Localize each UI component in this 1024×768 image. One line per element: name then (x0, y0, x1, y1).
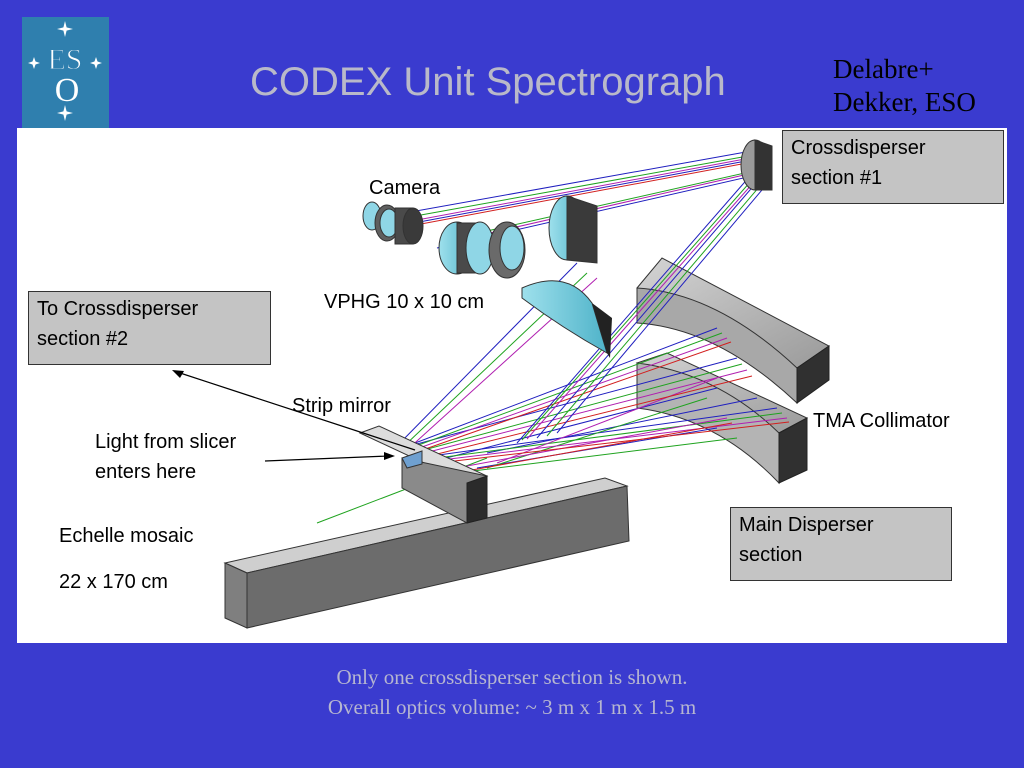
label-light-line-2: enters here (95, 461, 197, 483)
svg-text:O: O (55, 72, 80, 109)
slide-title: CODEX Unit Spectrograph (250, 60, 726, 104)
box-crossdisperser-1: Crossdisperser section #1 (782, 130, 1004, 204)
ray-fan (316, 167, 790, 524)
label-light-line-1: Light from slicer (95, 431, 237, 453)
credit-line-2: Dekker, ESO (833, 87, 976, 117)
box-crossdisperser-1-line-2: section #1 (791, 167, 883, 189)
label-tma-collimator: TMA Collimator (813, 410, 950, 432)
strip-mirror-block (358, 425, 489, 524)
label-light-from-slicer: Light from slicer enters here (95, 430, 236, 484)
box-main-disperser: Main Disperser section (730, 507, 952, 581)
eso-logo-icon: ES O (22, 17, 109, 128)
credit: Delabre+ Dekker, ESO (833, 53, 976, 119)
svg-text:ES: ES (47, 43, 82, 76)
caption-line-1: Only one crossdisperser section is shown… (336, 665, 688, 689)
diagram-panel: Camera VPHG 10 x 10 cm Strip mirror Ligh… (17, 128, 1007, 643)
arrow-to-crossdisperser-2 (172, 370, 416, 451)
eso-logo: ES O (22, 17, 109, 128)
camera-optics (362, 139, 773, 279)
box-crossdisperser-2-line-1: To Crossdisperser (37, 298, 199, 320)
slide-caption: Only one crossdisperser section is shown… (0, 662, 1024, 722)
caption-line-2: Overall optics volume: ~ 3 m x 1 m x 1.5… (327, 695, 697, 719)
box-crossdisperser-2: To Crossdisperser section #2 (28, 291, 271, 365)
label-vphg: VPHG 10 x 10 cm (324, 291, 485, 313)
box-main-disperser-line-1: Main Disperser (739, 514, 874, 536)
box-crossdisperser-2-line-2: section #2 (37, 328, 129, 350)
label-camera: Camera (369, 177, 441, 199)
credit-line-1: Delabre+ (833, 54, 934, 84)
vphg-grating (521, 280, 612, 358)
arrow-light-entry (264, 452, 395, 462)
label-echelle-size: 22 x 170 cm (59, 571, 168, 593)
box-crossdisperser-1-line-1: Crossdisperser (791, 137, 926, 159)
spectrograph-illustration (172, 139, 830, 629)
tma-collimator-upper (636, 257, 830, 405)
label-echelle-mosaic: Echelle mosaic (59, 525, 194, 547)
label-strip-mirror: Strip mirror (292, 395, 391, 417)
box-main-disperser-line-2: section (739, 544, 803, 566)
